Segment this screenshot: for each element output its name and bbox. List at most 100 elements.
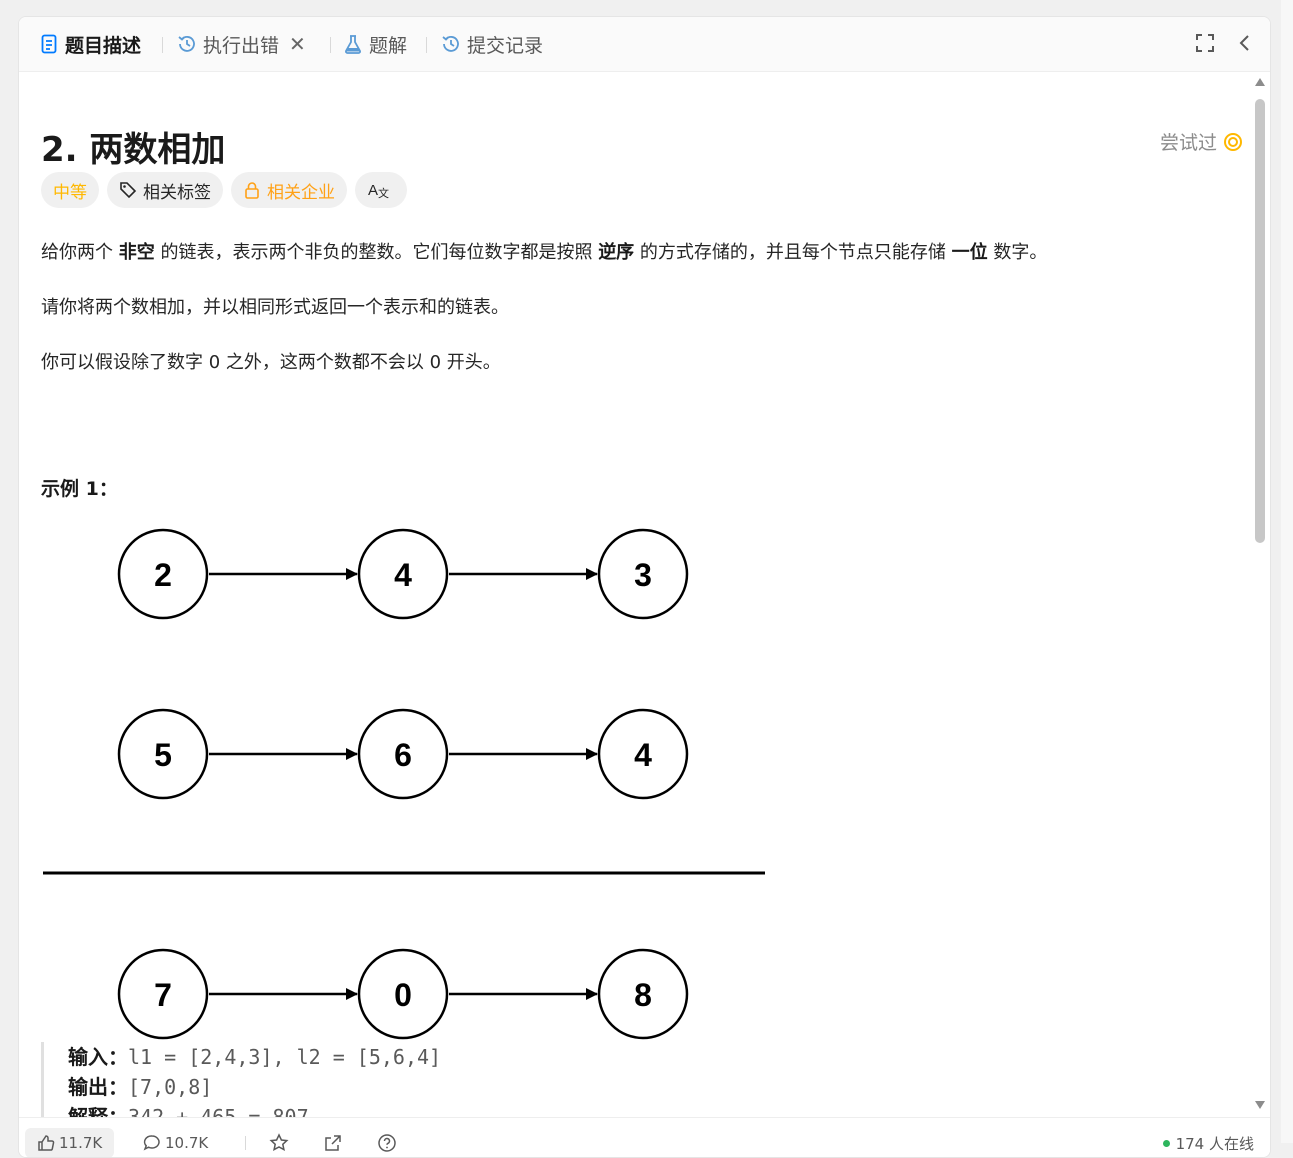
example-input-line: 输入：l1 = [2,4,3], l2 = [5,6,4] bbox=[68, 1042, 868, 1072]
node-value: 2 bbox=[154, 557, 172, 593]
tab-bar: 题目描述 执行出错 ✕ 题解 bbox=[19, 17, 1270, 72]
scroll-up-arrow-icon[interactable] bbox=[1255, 78, 1265, 86]
problem-panel: 题目描述 执行出错 ✕ 题解 bbox=[18, 16, 1271, 1158]
svg-text:A: A bbox=[368, 182, 378, 199]
scroll-down-arrow-icon[interactable] bbox=[1255, 1101, 1265, 1109]
list-node bbox=[117, 948, 209, 1040]
tab-description[interactable]: 题目描述 bbox=[39, 31, 141, 57]
tag-row: 中等 相关标签 相关企业 A 文 bbox=[41, 172, 407, 208]
difficulty-badge: 中等 bbox=[41, 172, 99, 208]
text: 的方式存储的，并且每个节点只能存储 bbox=[634, 242, 952, 263]
scrollbar-thumb[interactable] bbox=[1255, 99, 1265, 543]
result-row: 7 0 8 bbox=[117, 948, 689, 1040]
help-icon bbox=[378, 1134, 396, 1152]
node-value: 5 bbox=[154, 737, 172, 773]
lock-icon bbox=[245, 182, 259, 199]
flask-icon bbox=[345, 35, 361, 54]
text: 给你两个 bbox=[41, 242, 119, 263]
comment-icon bbox=[143, 1135, 160, 1151]
tab-solutions[interactable]: 题解 bbox=[343, 31, 407, 57]
online-count: 174 人在线 bbox=[1175, 1134, 1254, 1153]
like-button[interactable]: 11.7K bbox=[25, 1128, 115, 1157]
share-icon bbox=[325, 1135, 341, 1151]
list2-row: 5 6 4 bbox=[117, 708, 689, 800]
output-label: 输出： bbox=[68, 1075, 128, 1099]
description-paragraph-3: 你可以假设除了数字 0 之外，这两个数都不会以 0 开头。 bbox=[41, 352, 501, 373]
list1-row: 2 4 3 bbox=[117, 528, 689, 620]
related-tags-button[interactable]: 相关标签 bbox=[107, 172, 223, 208]
emphasis: 一位 bbox=[951, 242, 988, 263]
input-label: 输入： bbox=[68, 1045, 128, 1069]
node-value: 0 bbox=[394, 977, 412, 1013]
list-node bbox=[357, 708, 449, 800]
explain-value: 342 + 465 = 807. bbox=[128, 1105, 321, 1117]
linked-list-diagram: 2 4 3 5 6 4 7 0 bbox=[43, 528, 765, 1040]
tab-label: 题目描述 bbox=[65, 34, 142, 57]
translate-button[interactable]: A 文 bbox=[355, 172, 407, 208]
page-title: 2. 两数相加 bbox=[41, 130, 226, 170]
description-paragraph-2: 请你将两个数相加，并以相同形式返回一个表示和的链表。 bbox=[41, 297, 509, 318]
example-title: 示例 1： bbox=[41, 478, 118, 500]
tab-divider bbox=[162, 37, 163, 53]
translate-icon: A 文 bbox=[368, 182, 389, 199]
comment-count: 10.7K bbox=[165, 1134, 209, 1152]
text: 数字。 bbox=[987, 242, 1048, 263]
list-node bbox=[597, 708, 689, 800]
help-button[interactable] bbox=[377, 1128, 401, 1157]
tab-divider bbox=[330, 37, 331, 53]
tab-run-error[interactable]: 执行出错 ✕ bbox=[177, 31, 306, 57]
list-node bbox=[117, 708, 209, 800]
tab-label: 题解 bbox=[369, 34, 408, 57]
fullscreen-icon[interactable] bbox=[1193, 31, 1217, 55]
text: 的链表，表示两个非负的整数。它们每位数字都是按照 bbox=[154, 242, 599, 263]
list-node bbox=[117, 528, 209, 620]
node-value: 8 bbox=[634, 977, 652, 1013]
history-icon bbox=[442, 36, 459, 52]
star-icon bbox=[269, 1133, 289, 1152]
explain-label: 解释： bbox=[68, 1105, 128, 1117]
tab-divider bbox=[426, 37, 427, 53]
vertical-scrollbar[interactable] bbox=[1250, 72, 1270, 1117]
list-node bbox=[597, 948, 689, 1040]
svg-text:文: 文 bbox=[378, 186, 389, 199]
divider bbox=[245, 1136, 246, 1150]
tab-submissions[interactable]: 提交记录 bbox=[441, 31, 543, 57]
document-icon bbox=[41, 34, 57, 54]
related-companies-button[interactable]: 相关企业 bbox=[231, 172, 347, 208]
node-value: 7 bbox=[154, 977, 172, 1013]
status-badge: 尝试过 bbox=[1160, 128, 1243, 155]
node-value: 3 bbox=[634, 557, 652, 593]
bottom-action-bar: 11.7K 10.7K 174 bbox=[19, 1117, 1270, 1157]
difficulty-label: 中等 bbox=[53, 182, 87, 203]
share-button[interactable] bbox=[323, 1128, 347, 1157]
chevron-left-icon[interactable] bbox=[1233, 31, 1257, 55]
list-node bbox=[597, 528, 689, 620]
input-value: l1 = [2,4,3], l2 = [5,6,4] bbox=[128, 1045, 442, 1069]
online-users: 174 人在线 bbox=[1162, 1128, 1254, 1157]
example-explain-line: 解释：342 + 465 = 807. bbox=[68, 1102, 868, 1117]
history-icon bbox=[178, 36, 195, 52]
adjacent-panel-edge bbox=[1281, 0, 1293, 1143]
tab-label: 提交记录 bbox=[467, 34, 544, 57]
online-status-dot-icon bbox=[1162, 1139, 1170, 1147]
thumbs-up-icon bbox=[38, 1135, 55, 1151]
tab-label: 执行出错 bbox=[203, 34, 280, 57]
example-output-line: 输出：[7,0,8] bbox=[68, 1072, 868, 1102]
tag-icon bbox=[120, 182, 137, 199]
emphasis: 逆序 bbox=[598, 242, 635, 263]
node-value: 6 bbox=[394, 737, 412, 773]
related-companies-label: 相关企业 bbox=[267, 182, 335, 203]
like-count: 11.7K bbox=[59, 1134, 103, 1152]
example-code-block: 输入：l1 = [2,4,3], l2 = [5,6,4] 输出：[7,0,8]… bbox=[41, 1042, 868, 1117]
favorite-button[interactable] bbox=[269, 1128, 293, 1157]
attempted-icon bbox=[1224, 132, 1242, 151]
problem-content: 2. 两数相加 尝试过 中等 相关标签 bbox=[19, 72, 1249, 1117]
comments-button[interactable]: 10.7K bbox=[143, 1128, 209, 1157]
output-value: [7,0,8] bbox=[128, 1075, 213, 1099]
related-tags-label: 相关标签 bbox=[143, 182, 211, 203]
description-paragraph-1: 给你两个 非空 的链表，表示两个非负的整数。它们每位数字都是按照 逆序 的方式存… bbox=[41, 238, 1047, 264]
status-label: 尝试过 bbox=[1159, 132, 1217, 154]
node-value: 4 bbox=[634, 737, 652, 773]
list-node bbox=[357, 528, 449, 620]
close-icon[interactable]: ✕ bbox=[289, 32, 306, 56]
